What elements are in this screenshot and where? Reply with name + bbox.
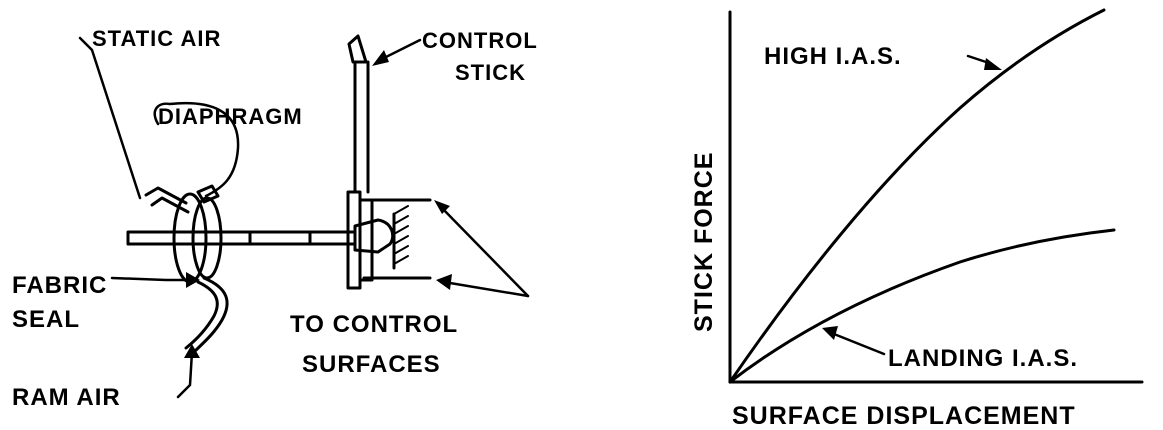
mechanism-diagram: STATIC AIR DIAPHRAGM CONTROL STICK FABRI… — [12, 26, 538, 411]
high-ias-leader — [966, 54, 988, 64]
push-rod — [126, 230, 357, 246]
control-stick-label-line2: STICK — [455, 60, 526, 85]
ram-air-tube — [184, 276, 229, 354]
to-control-surfaces-label-line1: TO CONTROL — [290, 311, 458, 338]
control-stick-label-line1: CONTROL — [422, 28, 538, 53]
static-air-tube — [144, 186, 190, 214]
diaphragm-label: DIAPHRAGM — [158, 104, 303, 129]
diaphragm-leader — [153, 102, 240, 198]
stick-force-graph: HIGH I.A.S. LANDING I.A.S. SURFACE DISPL… — [690, 8, 1144, 430]
x-axis-label: SURFACE DISPLACEMENT — [732, 402, 1076, 430]
y-axis-label: STICK FORCE — [690, 152, 718, 332]
surfaces-leader-2 — [442, 280, 530, 298]
curve-label-landing-ias: LANDING I.A.S. — [888, 345, 1078, 372]
high-ias-arrowhead — [984, 58, 1002, 70]
fabric-seal-label-line2: SEAL — [12, 306, 80, 333]
surfaces-arrowhead-1 — [434, 200, 450, 214]
curve-landing-ias — [728, 228, 1116, 384]
static-air-label: STATIC AIR — [92, 26, 221, 51]
pivot-plate — [346, 190, 374, 290]
landing-ias-leader — [832, 332, 886, 356]
surfaces-leader-1 — [438, 204, 530, 298]
ram-air-arrowhead — [184, 344, 200, 358]
curve-high-ias — [728, 8, 1106, 384]
hatch-marks — [393, 205, 409, 265]
curve-label-high-ias: HIGH I.A.S. — [764, 43, 902, 70]
ram-air-leader — [176, 350, 194, 399]
surfaces-arrowhead-2 — [436, 274, 452, 290]
landing-ias-arrowhead — [822, 326, 838, 340]
control-stick-arrowhead — [372, 50, 389, 66]
ram-air-label: RAM AIR — [12, 384, 121, 411]
static-air-leader — [78, 36, 142, 200]
diaphragm-connector — [196, 184, 220, 204]
fabric-seal-label-line1: FABRIC — [12, 272, 107, 299]
to-control-surfaces-label-line2: SURFACES — [302, 351, 441, 378]
fabric-seal-arrowhead — [186, 272, 200, 288]
control-stick — [347, 34, 370, 194]
